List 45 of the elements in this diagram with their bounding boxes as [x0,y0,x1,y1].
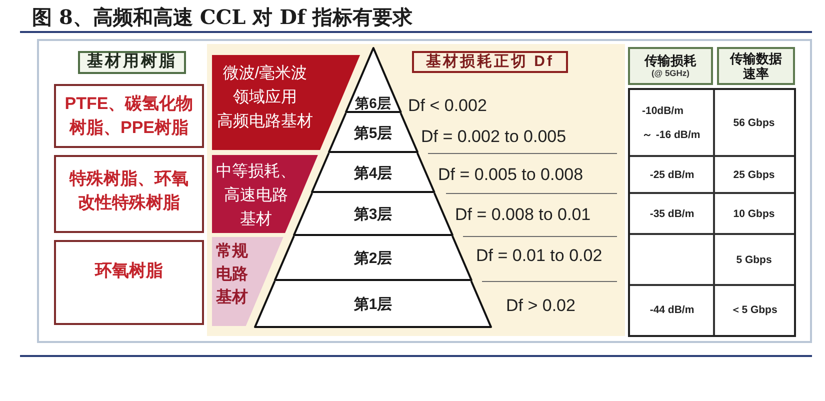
data-rate-value: ＜5 Gbps [730,302,778,316]
pyramid-layer [254,281,492,328]
band-text: 中等损耗、高速电路基材 [215,162,297,230]
column-header [412,51,568,73]
resin-text: 环氧树脂 [94,260,164,282]
resin-box [54,240,204,325]
application-band [212,155,318,233]
df-range-text: Df = 0.01 to 0.02 [476,246,602,266]
pyramid-layer [344,45,402,113]
loss-value: -35 dB/m [650,206,694,220]
header-text: 基材损耗正切 Df [426,53,554,71]
df-range-text: Df = 0.005 to 0.008 [438,165,584,185]
loss-value: -44 dB/m [650,302,694,316]
resin-box [54,84,204,148]
resin-box [54,155,204,233]
resin-text: PTFE、碳氢化物树脂、PPE树脂 [64,93,194,139]
layer-text: 第1层 [354,297,392,312]
df-range-text: Df = 0.002 to 0.005 [421,127,566,147]
layer-text: 第5层 [354,126,392,140]
pyramid-layer [274,236,472,281]
header-text: 传输损耗 [643,53,698,68]
loss-value: -25 dB/m [650,168,694,182]
band-text: 微波/毫米波领域应用高频电路基材 [216,64,314,132]
header-text: 基材用树脂 [87,53,177,72]
df-range-text: Df > 0.02 [506,296,576,316]
layer-text: 第2层 [354,251,392,266]
layer-text: 第4层 [354,166,392,180]
band-text: 常规电路基材 [215,242,249,308]
data-rate-value: 10 Gbps [733,206,775,220]
df-range-text: Df < 0.002 [408,96,487,116]
resin-text: 特殊树脂、环氧改性特殊树脂 [68,168,190,214]
layer-text: 第6层 [355,96,391,110]
data-rate-value: 25 Gbps [733,168,775,182]
header-note: (@ 5GHz) [651,68,690,79]
loss-value: -10dB/m ～ -16 dB/m [642,104,702,143]
column-header [717,47,795,85]
column-header [78,51,186,74]
layer-text: 第3层 [354,207,392,222]
data-rate-value: 5 Gbps [736,252,772,266]
diagram-title: 图 8、高频和高速 CCL 对 Df 指标有要求 [32,5,413,29]
data-rate-value: 56 Gbps [733,116,775,130]
column-header [628,47,713,85]
header-text: 传输数据速率 [729,51,783,81]
df-range-text: Df = 0.008 to 0.01 [455,205,591,225]
pyramid-layer [328,113,418,153]
